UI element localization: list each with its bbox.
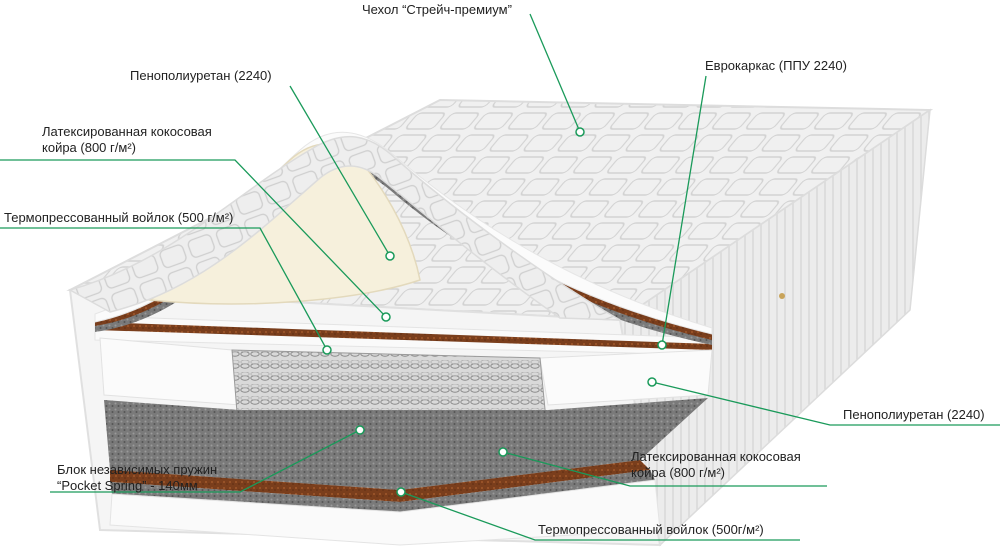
label-felt-top: Термопрессованный войлок (500 г/м²) <box>4 210 233 226</box>
label-eurocarcass: Еврокаркас (ППУ 2240) <box>705 58 847 74</box>
leader-felt-bottom <box>400 491 800 541</box>
label-felt-top-line-1: Термопрессованный войлок (500 г/м²) <box>4 210 234 225</box>
label-foam-bottom-line-1: Пенополиуретан (2240) <box>843 407 985 422</box>
label-felt-bottom: Термопрессованный войлок (500г/м²) <box>538 522 764 538</box>
leader-felt-top <box>0 227 328 351</box>
leader-foam-bottom <box>651 381 1000 426</box>
peeled-layers <box>68 131 713 345</box>
label-felt-bottom-line-1: Термопрессованный войлок (500г/м²) <box>538 522 764 537</box>
label-coir-top: Латексированная кокосовая койра (800 г/м… <box>42 124 212 156</box>
label-button-icon <box>779 293 785 299</box>
label-eurocarcass-line-1: Еврокаркас (ППУ 2240) <box>705 58 847 73</box>
label-springs: Блок независимых пружин “Pocket Spring” … <box>57 462 217 494</box>
label-foam-top-line-1: Пенополиуретан (2240) <box>130 68 272 83</box>
label-foam-bottom: Пенополиуретан (2240) <box>843 407 985 423</box>
leader-eurocarcass <box>661 75 707 346</box>
leader-springs <box>50 429 361 493</box>
label-coir-top-line-2: койра (800 г/м²) <box>42 140 136 155</box>
label-cover: Чехол “Стрейч-премиум” <box>362 2 512 18</box>
leader-foam-top <box>289 85 391 257</box>
label-foam-top: Пенополиуретан (2240) <box>130 68 272 84</box>
leader-lines <box>0 13 1000 541</box>
label-coir-bottom: Латексированная кокосовая койра (800 г/м… <box>631 449 801 481</box>
label-coir-bottom-line-1: Латексированная кокосовая <box>631 449 801 464</box>
mattress-cross-section <box>68 288 713 547</box>
label-springs-line-1: Блок независимых пружин <box>57 462 218 477</box>
label-coir-bottom-line-2: койра (800 г/м²) <box>631 465 725 480</box>
leader-cover <box>529 13 581 133</box>
leader-coir-top <box>0 159 387 318</box>
leader-dots <box>322 127 667 497</box>
leader-coir-bottom <box>502 451 827 487</box>
label-cover-line-1: Чехол “Стрейч-премиум” <box>362 2 512 17</box>
label-coir-top-line-1: Латексированная кокосовая <box>42 124 212 139</box>
label-springs-line-2: “Pocket Spring” - 140мм <box>57 478 198 493</box>
